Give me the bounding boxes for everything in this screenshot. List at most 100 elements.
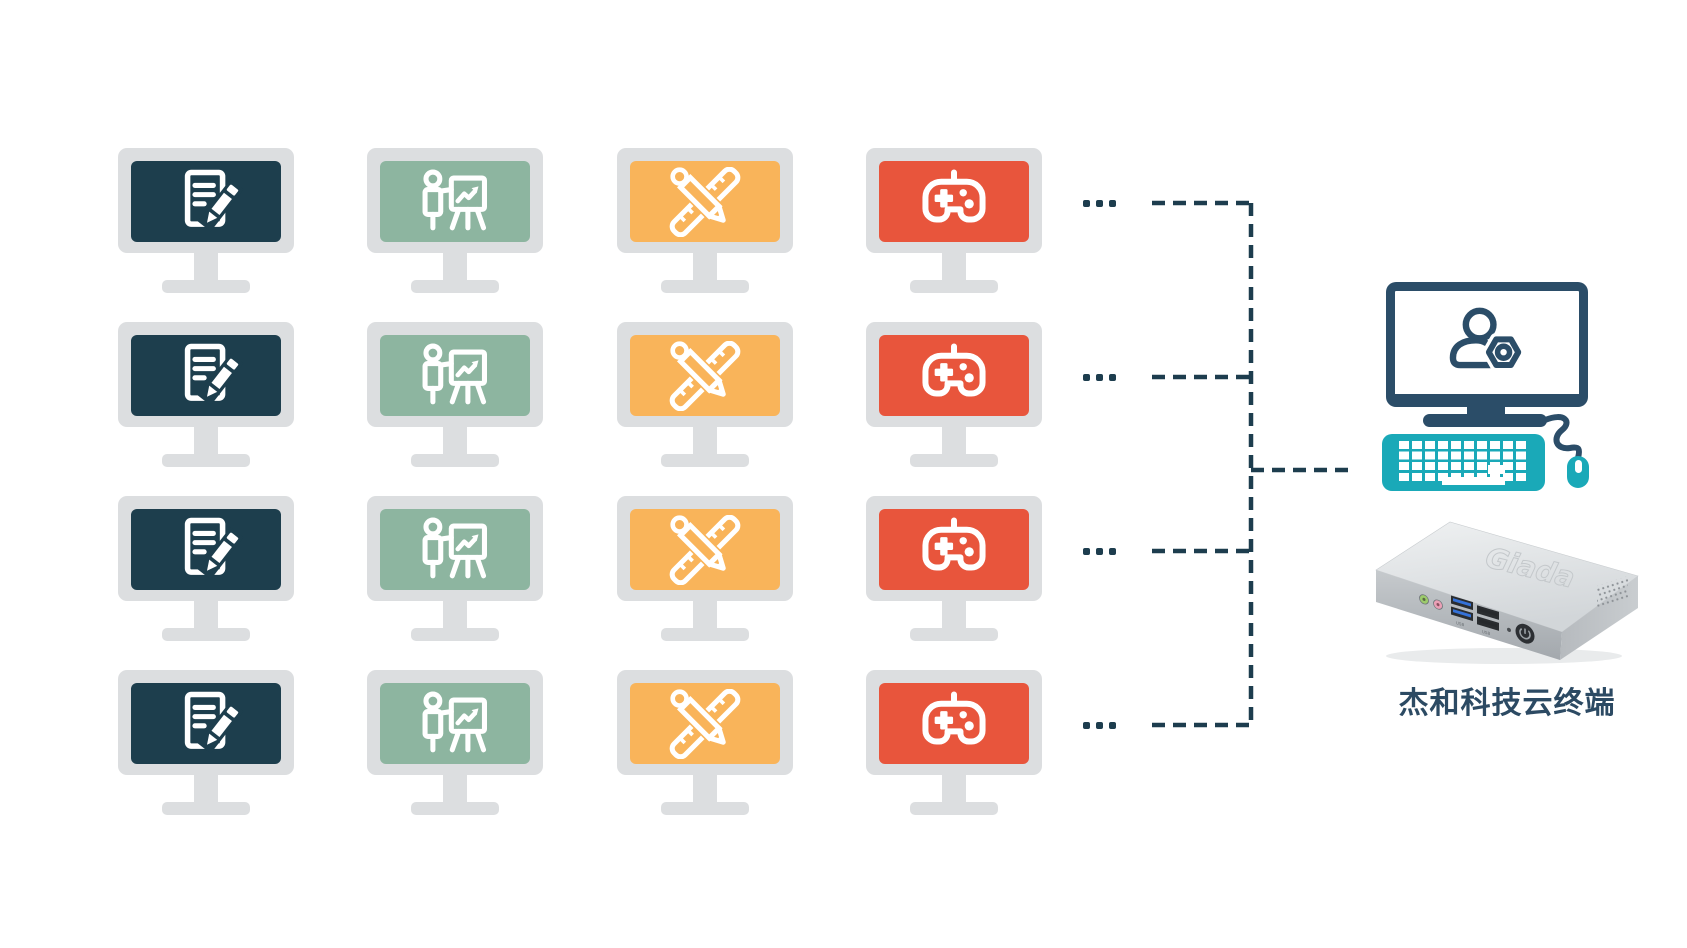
monitor-stand-base [660,280,749,293]
monitor-stand-neck [941,601,966,630]
monitor-stand-neck [443,253,468,282]
monitor-stand-neck [443,427,468,456]
gamepad-icon [906,515,1002,585]
led-indicator [1507,627,1511,632]
ruler-pencil-icon [657,689,753,759]
monitor-stand-base [909,628,998,641]
ellipsis-dots-row-1 [1083,200,1116,207]
monitor-design-row3 [616,496,793,670]
monitor-stand-neck [692,427,717,456]
terminal-label: 杰和科技云终端 [1398,686,1616,721]
monitor-presentation-row2 [367,322,544,496]
monitor-stand-base [162,454,250,467]
usb-label: USB [1482,629,1490,636]
ellipsis-dots-row-4 [1083,722,1116,729]
monitor-design-row2 [616,322,793,496]
monitor-stand-neck [194,601,218,630]
monitor-screen [629,683,780,764]
monitor-screen [131,161,281,242]
monitor-bezel [616,670,793,775]
presenter-chart-icon [407,689,503,759]
monitor-screen [878,161,1029,242]
monitor-screen [878,683,1029,764]
admin-user-gear-icon [1441,303,1533,383]
monitor-bezel [865,322,1042,427]
monitor-bezel [118,670,294,775]
keyboard-keys [1399,441,1528,483]
monitor-stand-neck [941,253,966,282]
presenter-chart-icon [407,167,503,237]
monitor-stand-base [162,628,250,641]
monitor-bezel [367,496,544,601]
gamepad-icon [906,341,1002,411]
gamepad-icon [906,689,1002,759]
monitor-bezel [616,322,793,427]
monitor-stand-base [162,802,250,815]
monitor-screen [878,509,1029,590]
monitor-stand-base [411,802,500,815]
monitor-presentation-row3 [367,496,544,670]
vent-grille [1597,576,1628,610]
monitor-screen [380,161,531,242]
monitor-stand-neck [941,775,966,804]
keyboard-icon [1382,434,1545,491]
mouse-icon [1567,456,1589,488]
monitor-stand-base [660,454,749,467]
monitor-gaming-row2 [865,322,1042,496]
monitor-stand-base [162,280,250,293]
monitor-gaming-row1 [865,148,1042,322]
monitor-stand-base [411,454,500,467]
gamepad-icon [906,167,1002,237]
monitor-design-row4 [616,670,793,844]
admin-monitor-stand-base [1423,414,1547,427]
monitor-documents-row2 [118,322,294,496]
monitor-bezel [616,148,793,253]
monitor-stand-neck [443,775,468,804]
mini-pc-device: Giada USB USB [1375,521,1639,664]
keyboard-spacebar [1442,477,1505,485]
monitor-bezel [865,496,1042,601]
monitor-screen [380,683,531,764]
monitor-stand-base [660,802,749,815]
keyboard-wide-key [1488,465,1505,474]
monitor-screen [131,683,281,764]
monitor-stand-neck [194,427,218,456]
monitor-stand-neck [941,427,966,456]
ellipsis-dots-row-3 [1083,548,1116,555]
monitor-stand-neck [194,253,218,282]
monitor-screen [380,509,531,590]
front-ports: USB USB [1419,594,1535,644]
monitor-screen [629,509,780,590]
monitor-stand-base [909,454,998,467]
monitor-bezel [367,322,544,427]
monitor-stand-base [909,802,998,815]
ruler-pencil-icon [657,515,753,585]
usb-label: USB [1456,620,1464,627]
monitor-stand-neck [692,775,717,804]
monitor-presentation-row1 [367,148,544,322]
ellipsis-dots-row-2 [1083,374,1116,381]
monitor-stand-neck [692,601,717,630]
mouse-cable [1542,414,1582,461]
document-pencil-icon [158,341,254,411]
monitor-bezel [865,670,1042,775]
monitor-bezel [865,148,1042,253]
presenter-chart-icon [407,515,503,585]
monitor-screen [131,509,281,590]
mouse-wheel [1574,460,1582,473]
monitor-stand-base [411,280,500,293]
monitor-stand-neck [692,253,717,282]
monitor-bezel [118,496,294,601]
monitor-documents-row1 [118,148,294,322]
document-pencil-icon [158,167,254,237]
monitor-screen [878,335,1029,416]
monitor-screen [380,335,531,416]
monitor-bezel [367,148,544,253]
monitor-stand-neck [194,775,218,804]
ruler-pencil-icon [657,341,753,411]
document-pencil-icon [158,515,254,585]
monitor-bezel [367,670,544,775]
monitor-bezel [118,322,294,427]
monitor-screen [131,335,281,416]
